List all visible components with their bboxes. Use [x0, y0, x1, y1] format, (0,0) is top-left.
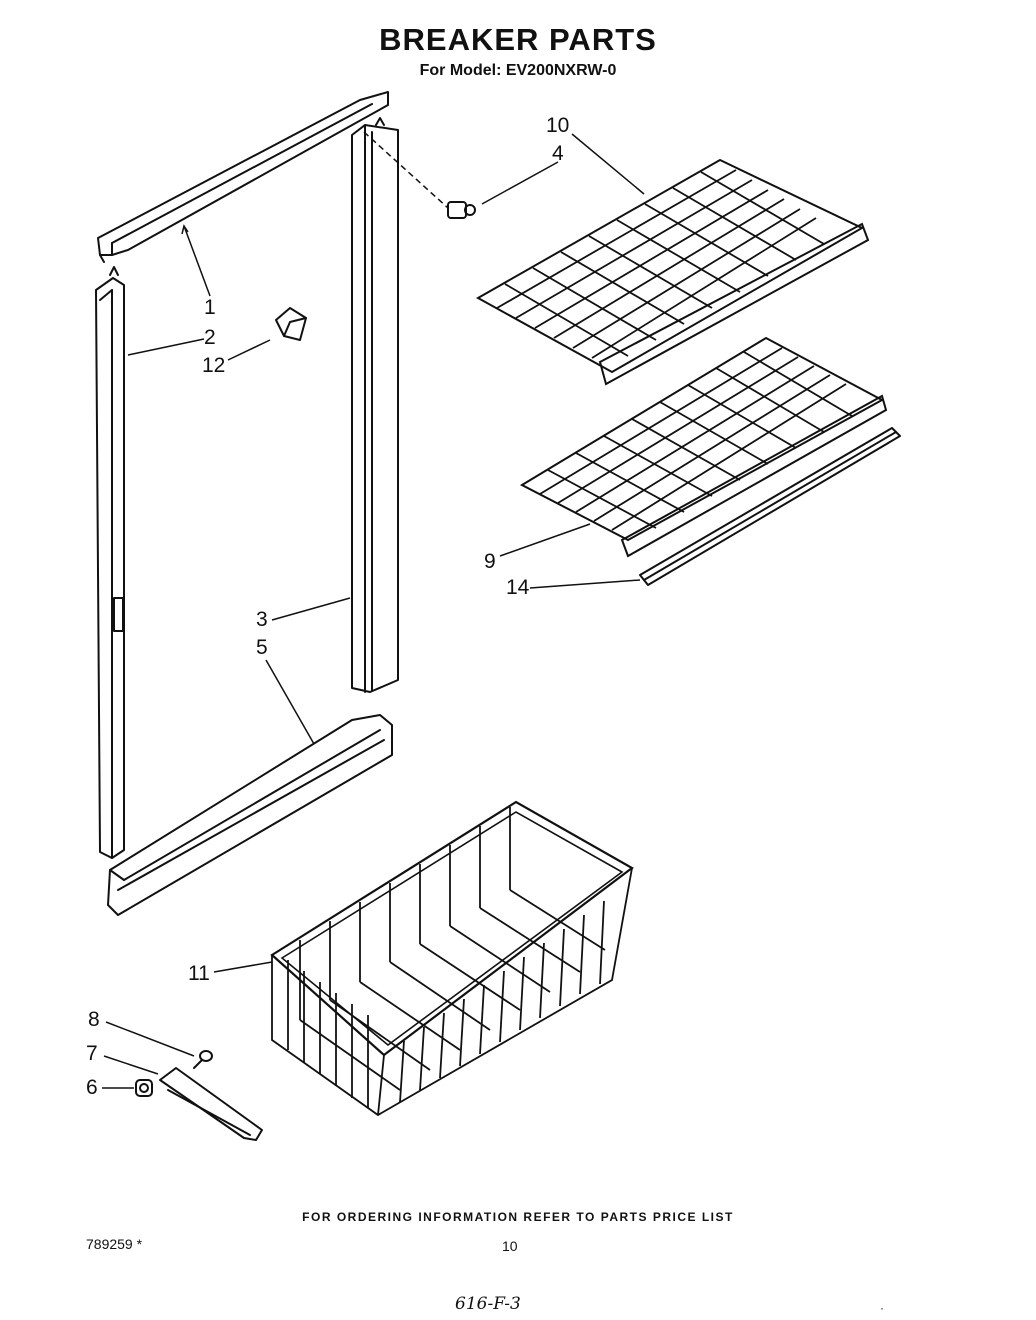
callout-11: 11: [188, 962, 210, 985]
callout-5: 5: [256, 636, 268, 659]
part-1-top-breaker: [97, 91, 389, 263]
callout-6: 6: [86, 1076, 98, 1099]
part-6-nut: [135, 1079, 153, 1097]
callout-9: 9: [484, 550, 496, 573]
part-7-bracket: [159, 1067, 263, 1141]
page-title: BREAKER PARTS: [379, 22, 657, 57]
part-5-bottom-breaker: [107, 714, 393, 916]
callout-2: 2: [204, 326, 216, 349]
page-number: 10: [502, 1238, 518, 1254]
callout-3: 3: [256, 608, 268, 631]
part-11-wire-basket: [270, 800, 634, 1117]
callout-14: 14: [506, 576, 530, 599]
edge-mark-icon: ·: [880, 1301, 884, 1315]
part-14-shelf-trim: [639, 427, 901, 586]
part-8-screw: [193, 1050, 213, 1069]
callout-4: 4: [552, 142, 564, 165]
leader-lines: [102, 131, 645, 1089]
part-12-clip: [275, 307, 307, 341]
part-2-left-breaker: [95, 266, 125, 859]
part-4-fastener: [447, 201, 476, 219]
callout-7: 7: [86, 1042, 98, 1065]
ordering-note: FOR ORDERING INFORMATION REFER TO PARTS …: [302, 1210, 734, 1224]
handwritten-code: 616-F-3: [455, 1294, 521, 1314]
part-10-top-wire-shelf: [475, 158, 870, 386]
part-3-right-breaker: [351, 117, 399, 693]
callout-1: 1: [204, 296, 216, 319]
part-9-lower-wire-shelf: [519, 336, 888, 558]
callout-10: 10: [546, 114, 569, 137]
callout-8: 8: [88, 1008, 100, 1031]
model-subtitle: For Model: EV200NXRW-0: [419, 62, 617, 79]
document-number: 789259 *: [86, 1236, 143, 1252]
callout-12: 12: [202, 354, 225, 377]
